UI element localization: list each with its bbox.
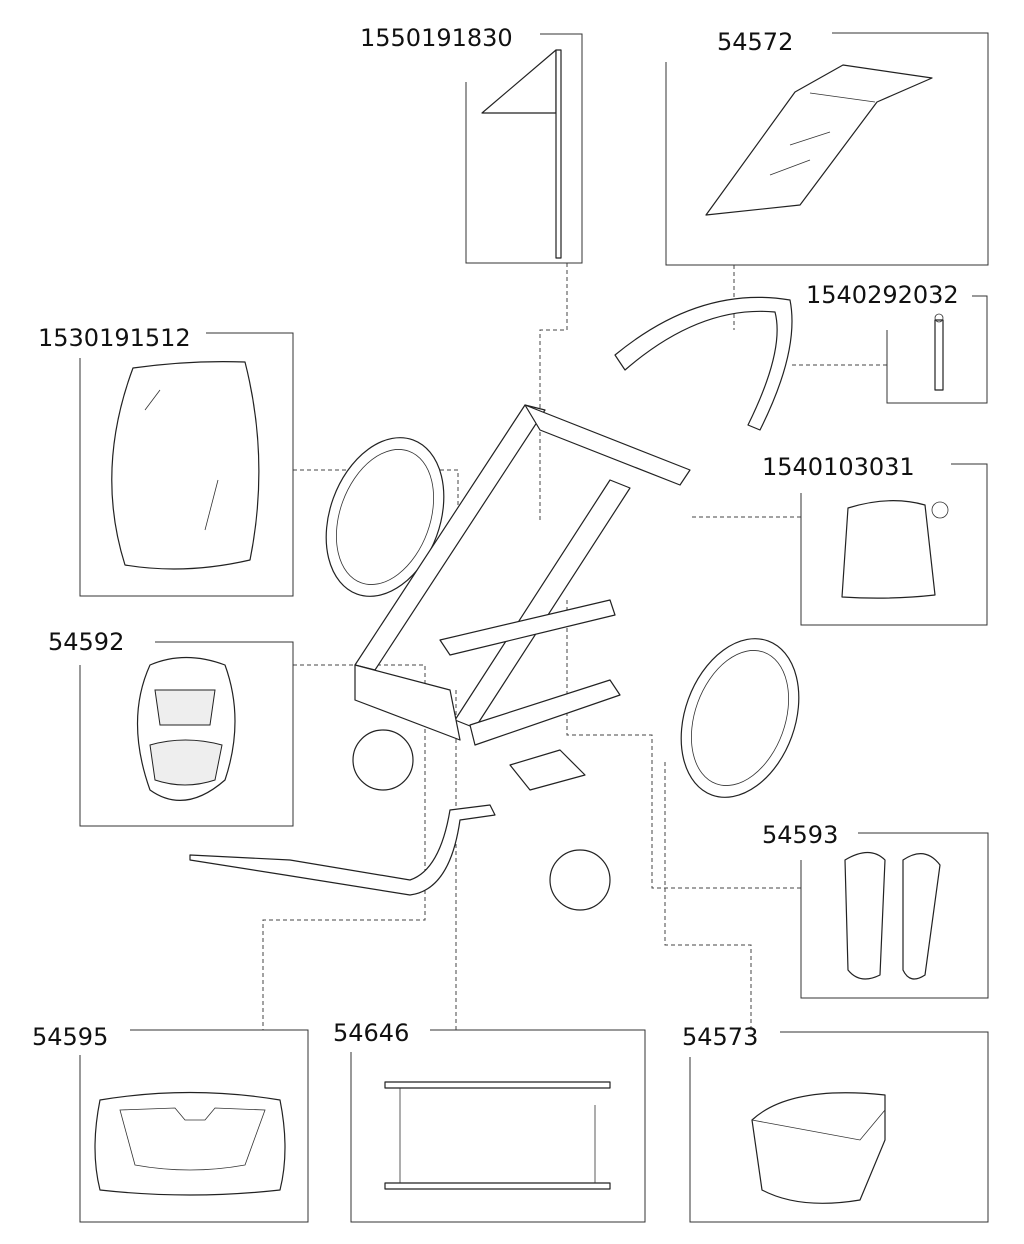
part-box-seat-pad[interactable]: 54592 — [48, 628, 294, 827]
part-number-label: 54595 — [32, 1023, 108, 1051]
part-box-rain-cover[interactable]: 1530191512 — [38, 324, 294, 597]
part-box-cargo-net[interactable]: 54646 — [333, 1019, 646, 1223]
part-number-label: 54593 — [762, 821, 838, 849]
part-box-sun-canopy[interactable]: 54572 — [665, 28, 989, 266]
part-number-label: 1530191512 — [38, 324, 191, 352]
part-box-storage-bag[interactable]: 1540103031 — [762, 453, 988, 626]
part-box-flag[interactable]: 1550191830 — [360, 24, 583, 264]
part-box-strap[interactable]: 1540292032 — [806, 281, 988, 404]
part-box-storage-basket[interactable]: 54573 — [682, 1023, 989, 1223]
part-number-label: 54573 — [682, 1023, 758, 1051]
stroller-frame-illustration — [189, 296, 800, 911]
part-box-side-pads[interactable]: 54593 — [762, 821, 989, 999]
part-number-label: 54646 — [333, 1019, 409, 1047]
part-number-label: 1540103031 — [762, 453, 915, 481]
part-number-label: 54572 — [717, 28, 793, 56]
part-number-label: 1540292032 — [806, 281, 959, 309]
leader-lines — [262, 263, 887, 1030]
part-box-footrest-cover[interactable]: 54595 — [32, 1023, 309, 1223]
part-number-label: 1550191830 — [360, 24, 513, 52]
part-number-label: 54592 — [48, 628, 124, 656]
